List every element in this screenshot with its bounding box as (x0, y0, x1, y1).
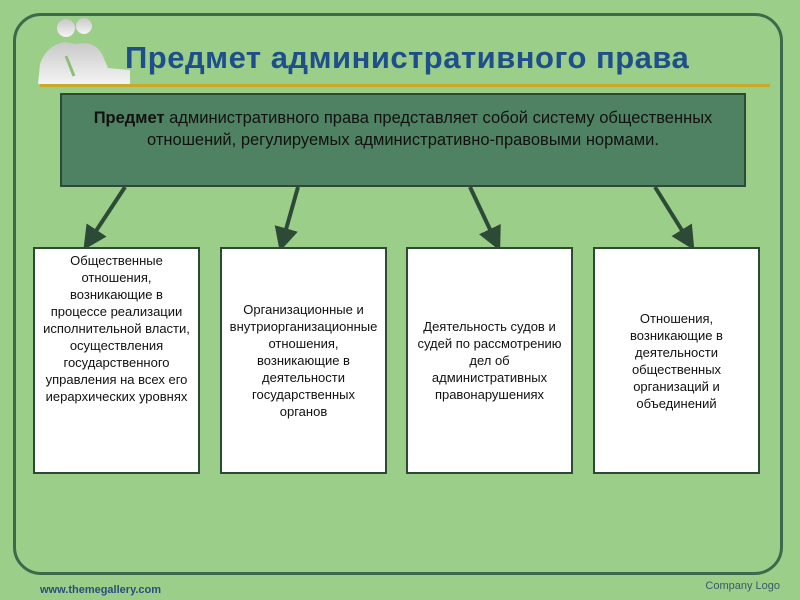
footer-website: www.themegallery.com (40, 584, 162, 596)
footer-company-logo: Company Logo (705, 580, 780, 592)
category-box-1: Общественные отношения, возникающие в пр… (33, 247, 200, 474)
arrow-1 (83, 185, 127, 251)
category-box-3: Деятельность судов и судей по рассмотрен… (406, 247, 573, 474)
arrow-4 (653, 185, 695, 251)
definition-text: административного права представляет соб… (147, 109, 713, 149)
category-box-4: Отношения, возникающие в деятельности об… (593, 247, 760, 474)
slide-title: Предмет административного права (125, 40, 690, 75)
definition-bold: Предмет (93, 109, 165, 127)
business-people-logo-icon (38, 18, 130, 84)
slide-frame (13, 13, 783, 575)
definition-box: Предмет административного права представ… (60, 93, 746, 187)
arrow-2 (274, 186, 300, 252)
title-underline (40, 84, 770, 87)
category-box-2: Организационные и внутриорганизационные … (220, 247, 387, 474)
arrow-3 (468, 186, 501, 251)
